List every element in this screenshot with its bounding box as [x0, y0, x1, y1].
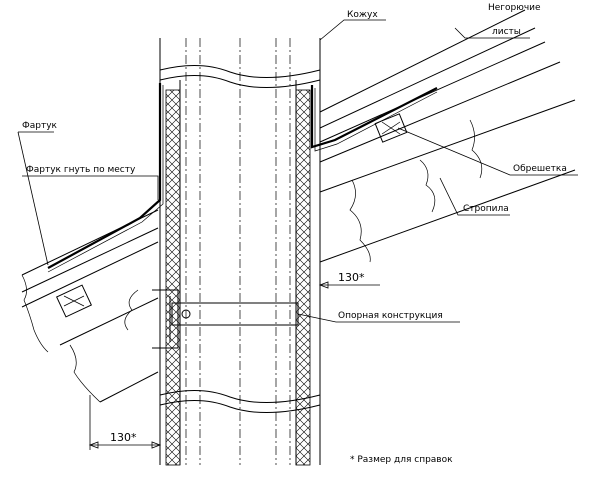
dimension-upper: 130*: [318, 262, 380, 290]
label-negoruchie-line2: листы: [492, 27, 521, 37]
label-stropila: Стропила: [439, 177, 510, 216]
label-fartuk: Фартук: [17, 121, 58, 266]
label-obreshetka-text: Обрешетка: [513, 164, 567, 174]
label-stropila-text: Стропила: [463, 204, 509, 214]
label-obreshetka: Обрешетка: [397, 127, 578, 176]
footnote: * Размер для справок: [350, 455, 453, 465]
dimension-lower: 130*: [88, 395, 162, 450]
label-fartuk-gnut-text: Фартук гнуть по месту: [26, 165, 136, 175]
label-opornaya: Опорная конструкция: [297, 311, 460, 323]
label-fartuk-text: Фартук: [22, 121, 58, 131]
label-kozhukh: Кожух: [319, 10, 386, 41]
right-apron: [310, 85, 438, 149]
label-negoruchie: Негорючие листы: [454, 3, 541, 39]
support-bracket: [152, 289, 179, 349]
left-apron: [47, 83, 162, 269]
label-fartuk-gnut: Фартук гнуть по месту: [22, 165, 159, 200]
right-roof-section: [310, 9, 576, 263]
dim-lower-value: 130*: [110, 431, 137, 444]
support-beam: [171, 302, 299, 326]
label-negoruchie-line1: Негорючие: [488, 3, 541, 13]
chimney-pipe: [152, 38, 321, 466]
dim-upper-value: 130*: [338, 271, 365, 284]
label-opornaya-text: Опорная конструкция: [338, 311, 443, 321]
label-kozhukh-text: Кожух: [347, 10, 378, 20]
